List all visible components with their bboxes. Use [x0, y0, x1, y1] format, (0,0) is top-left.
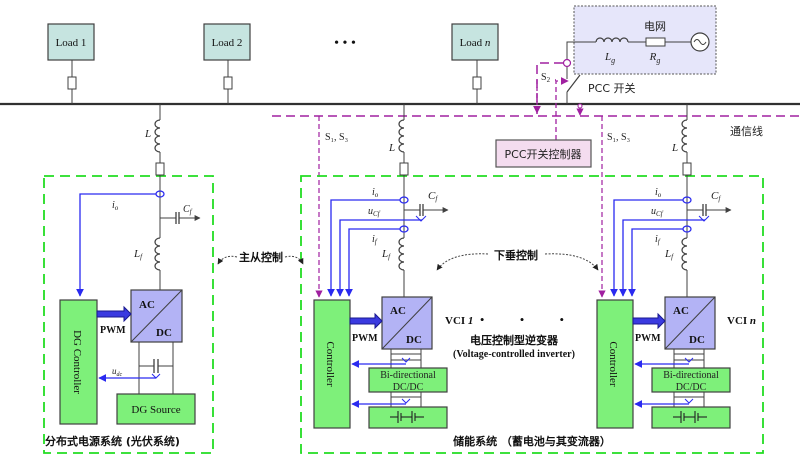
droop-control: 下垂控制 [436, 248, 599, 271]
vci-1-dcdc-converter [368, 367, 448, 393]
grid-resistor-label: Rg [649, 51, 661, 65]
vci-n-controller-label: Controller [607, 341, 619, 387]
s2-label: S2 [541, 72, 551, 84]
vci-n-dcdc-line1: Bi-directional [663, 370, 719, 381]
vci-n-label: VCI n [727, 315, 756, 327]
load-2-breaker [223, 76, 233, 90]
dg-controller-label: DG Controller [71, 330, 83, 394]
vci-1-io-label: io [372, 187, 379, 199]
dg-dc-label: DC [156, 327, 172, 339]
dg-controller: DG Controller [59, 299, 98, 425]
dg-breaker [155, 162, 165, 176]
vci-n-if-label: if [655, 234, 661, 246]
pcc-controller-label: PCC开关控制器 [505, 147, 582, 161]
dg-system-caption: 分布式电源系统 (光伏系统) [45, 434, 180, 448]
utility-grid: 电网 Lg Rg [566, 5, 717, 75]
dg-lf-label: Lf [133, 248, 143, 261]
vci-ellipsis: • • • [480, 312, 580, 327]
vci-1-pwm-arrow [349, 312, 383, 330]
dg-udc-label: udc [112, 366, 123, 378]
dg-pwm-label: PWM [100, 325, 126, 336]
storage-system-boundary [300, 175, 764, 454]
vci-1-ucf-label: uCf [368, 206, 381, 218]
dg-io-label: io [112, 200, 119, 212]
s2-control-line [555, 77, 569, 140]
dg-converter: AC DC [130, 289, 183, 343]
communication-line [272, 62, 800, 117]
storage-system-caption: 储能系统 （蓄电池与其变流器） [453, 434, 611, 448]
grid-resistor [645, 37, 666, 47]
vci-1-cf-label: Cf [428, 190, 438, 203]
vci-1-dc-label: DC [406, 334, 422, 346]
vci-n-cf-label: Cf [711, 190, 721, 203]
load-1: Load 1 [47, 23, 95, 104]
vci-1-L-label: L [388, 142, 395, 154]
dg-system-boundary [43, 175, 214, 454]
vci-1-ac-label: AC [390, 305, 406, 317]
pcc-switch: PCC 开关 [562, 58, 636, 104]
vci-n-pwm-arrow [632, 312, 666, 330]
vci-1-if-label: if [372, 234, 378, 246]
vci-1-line-inductor [398, 119, 405, 153]
vci-1-dcdc-line2: DC/DC [393, 382, 424, 393]
dg-source: DG Source [116, 393, 196, 425]
vci-n-dcdc-converter [651, 367, 731, 393]
load-n-label: Load n [460, 37, 491, 49]
vci-n-io-label: io [655, 187, 662, 199]
master-slave-label: 主从控制 [239, 250, 283, 264]
vci-1-controller [313, 299, 351, 429]
pcc-controller: PCC开关控制器 [495, 139, 592, 168]
vci-n-controller [596, 299, 634, 429]
line-inductor-L [154, 119, 161, 153]
load-2-label: Load 2 [212, 37, 243, 49]
vci-n-breaker [682, 162, 692, 176]
vci-1-battery-icon [390, 411, 424, 423]
vci-n-lf-label: Lf [664, 248, 674, 261]
vci-n-pwm-label: PWM [635, 333, 661, 344]
droop-label: 下垂控制 [494, 248, 538, 262]
vci-n-L-label: L [671, 142, 678, 154]
pcc-switch-label: PCC 开关 [588, 81, 636, 95]
master-slave-control: 主从控制 [217, 250, 304, 265]
vci-n-ac-label: AC [673, 305, 689, 317]
grid-title: 电网 [644, 20, 666, 33]
vci-n-filter-inductor [681, 237, 688, 271]
grid-inductor-label: Lg [604, 51, 615, 65]
load-1-breaker [67, 76, 77, 90]
dg-pwm-arrow [96, 305, 132, 323]
vci-1-lf-label: Lf [381, 248, 391, 261]
dg-filter-inductor [154, 237, 161, 271]
vci-n-branch: L io uCf if Cf Lf AC DC Controller PWM [596, 104, 732, 429]
dg-ac-label: AC [139, 299, 155, 311]
vci-1-breaker [399, 162, 409, 176]
s13-label-vcin: S₁, S₃ [607, 132, 630, 143]
vci-1-dcdc-line1: Bi-directional [380, 370, 436, 381]
load-1-label: Load 1 [56, 37, 87, 49]
loads-ellipsis: • • • [334, 36, 356, 51]
dg-source-label: DG Source [131, 404, 180, 416]
vci-title-cn: 电压控制型逆变器 [470, 333, 559, 347]
dg-branch: L io Cf Lf [76, 104, 201, 297]
vci-1-branch: L io uCf if Cf Lf AC DC Controller PWM [313, 104, 449, 429]
vci-title-en: (Voltage-controlled inverter) [453, 349, 575, 360]
vci-1-label: VCI 1 [445, 315, 473, 327]
vci-n-dcdc-line2: DC/DC [676, 382, 707, 393]
load-2: Load 2 [203, 23, 251, 104]
vci-n-line-inductor [681, 119, 688, 153]
vci-1-filter-inductor [398, 237, 405, 271]
vci-1-controller-label: Controller [324, 341, 336, 387]
load-n: Load n [451, 23, 499, 104]
vci-n-battery-icon [673, 411, 707, 423]
vci-1-pwm-label: PWM [352, 333, 378, 344]
dg-cf-label: Cf [183, 204, 193, 216]
grid-inductor [595, 37, 629, 43]
vci-n-dc-label: DC [689, 334, 705, 346]
load-n-breaker [472, 76, 482, 90]
s13-label-vci1: S₁, S₃ [325, 132, 348, 143]
comm-line-label: 通信线 [730, 124, 763, 138]
dg-L-label: L [144, 128, 151, 140]
vci-n-ucf-label: uCf [651, 206, 664, 218]
